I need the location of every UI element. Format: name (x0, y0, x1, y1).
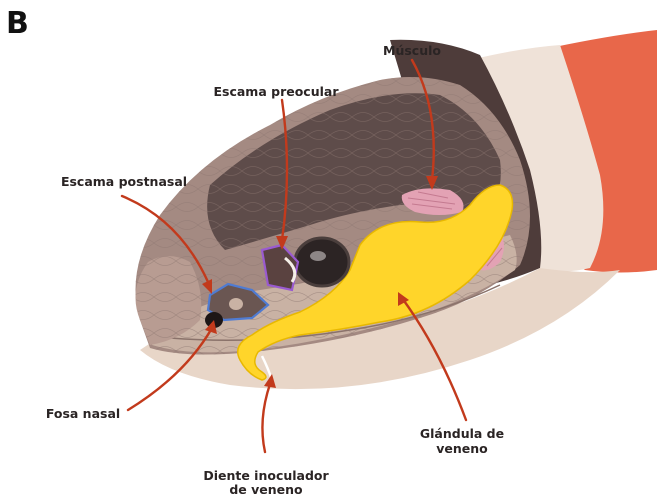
label-glandula-line2: veneno (436, 441, 488, 456)
label-fosa-nasal: Fosa nasal (46, 406, 120, 421)
eye (295, 238, 349, 286)
label-escama-postnasal: Escama postnasal (61, 174, 187, 189)
panel-letter: B (6, 6, 29, 41)
label-diente-line2: de veneno (229, 482, 303, 497)
label-escama-preocular: Escama preocular (213, 84, 339, 99)
label-diente-line1: Diente inoculador (203, 468, 329, 483)
arrow-diente (262, 374, 276, 452)
label-musculo: Músculo (383, 43, 441, 58)
label-glandula-line1: Glándula de (420, 426, 504, 441)
